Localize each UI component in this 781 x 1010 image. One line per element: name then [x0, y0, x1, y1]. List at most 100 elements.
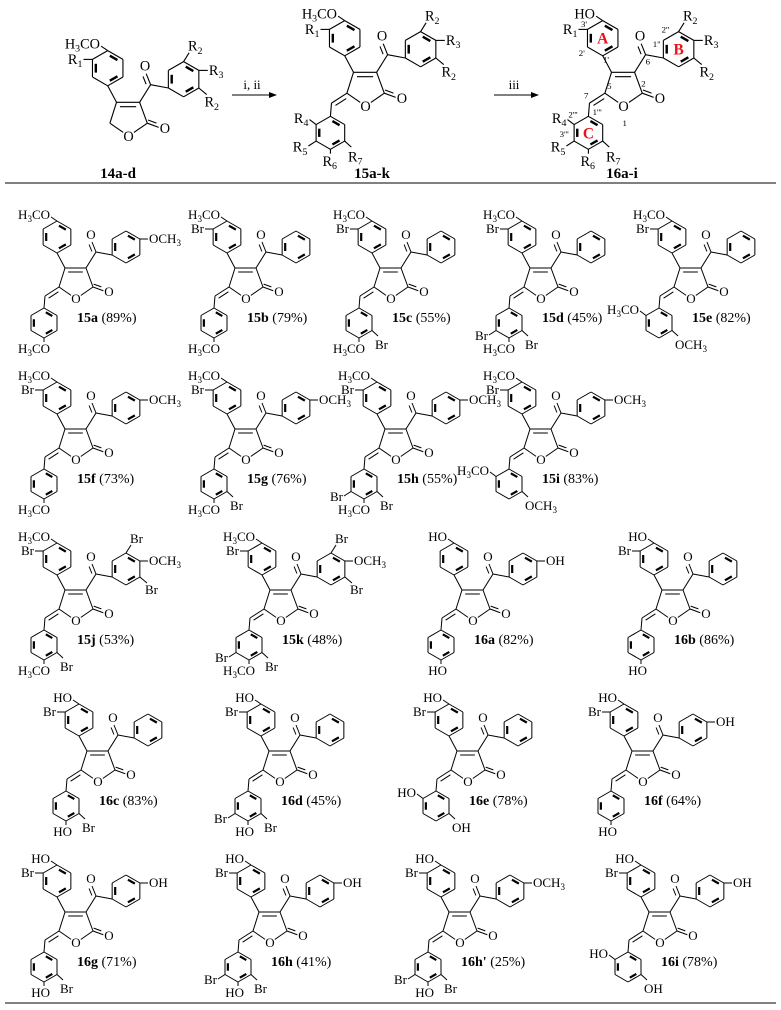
aromatic-double-bond [331, 139, 341, 146]
compound-label: 15j (53%) [77, 633, 134, 648]
ring-bond [237, 951, 252, 960]
exocyclic-double-bond [331, 92, 348, 104]
ring-a [64, 703, 94, 737]
furanone-bond [107, 750, 116, 771]
bond [56, 652, 64, 659]
ring-bond [30, 491, 45, 500]
lactone-carbonyl-bond-second-line [263, 444, 272, 449]
bond [440, 974, 448, 981]
ring-bond [200, 491, 215, 500]
bond [85, 895, 97, 913]
ring-bond [56, 405, 72, 415]
aromatic-double-bond [297, 234, 306, 241]
aromatic-double-bond [642, 887, 651, 894]
ring-a [328, 20, 361, 57]
bond [365, 216, 373, 222]
ring-bond [213, 330, 228, 339]
lactone-carbonyl-bond [707, 286, 720, 292]
ring-bond [358, 307, 373, 316]
ring-bond [610, 790, 625, 799]
bond [100, 45, 109, 52]
ring-a-meta-substituent: Br [486, 221, 500, 236]
exocyclic-double-bond-second-line [513, 291, 524, 299]
aromatic-double-bond [429, 972, 437, 979]
ring-c-meta-substituent: Br [380, 498, 394, 513]
aromatic-double-bond [589, 120, 599, 127]
ring-b [404, 31, 437, 68]
ring-bond [508, 552, 524, 562]
compound-yield: (82%) [495, 633, 534, 648]
ring-bond [692, 713, 708, 723]
lactone-carbonyl-oxygen: O [671, 767, 680, 782]
bond [678, 22, 685, 32]
aromatic-double-bond [365, 472, 373, 479]
ring-bond [260, 727, 276, 737]
lactone-carbonyl-bond-second-line [147, 119, 157, 124]
bond [337, 15, 346, 22]
ring-a [507, 220, 537, 254]
bond [376, 413, 386, 430]
bond [50, 538, 58, 544]
ring-bond [315, 115, 331, 126]
ring-bond [363, 468, 378, 477]
ring-bond [657, 244, 673, 254]
ring-bond [43, 629, 58, 638]
ring-c-para-substituent: HO [598, 824, 617, 839]
ring-c [30, 629, 58, 661]
furanone-bond [58, 286, 73, 297]
ring-c-ortho-substituent: H3​CO [457, 463, 489, 480]
ring-bond [168, 61, 184, 71]
scheme-compound-label: 16a-i [606, 166, 638, 182]
furanone-bond [58, 930, 73, 941]
furanone-bond [79, 286, 94, 297]
ring-bond [281, 415, 297, 425]
ring-b [315, 713, 345, 747]
compound-id: 15h [397, 472, 419, 487]
lactone-carbonyl-bond [384, 92, 397, 99]
lactone-carbonyl-bond-second-line [93, 283, 102, 288]
ketone-oxygen: O [86, 227, 95, 242]
bond [244, 860, 252, 866]
ring-c [30, 468, 58, 500]
aromatic-double-bond [592, 414, 601, 421]
lactone-carbonyl-oxygen: O [501, 606, 510, 621]
lactone-carbonyl-oxygen: O [688, 928, 697, 943]
ring-bond [235, 629, 250, 638]
furanone-bond [471, 769, 486, 780]
ring-bond [614, 951, 629, 960]
bond [508, 295, 511, 309]
ring-b [495, 874, 525, 908]
lactone-carbonyl-bond [92, 930, 105, 936]
lactone-ring-oxygen: O [638, 774, 647, 789]
ring-bond [358, 330, 373, 339]
ketone-oxygen: O [86, 871, 95, 886]
bond [595, 15, 604, 22]
ring-a-para-substituent: H3​CO [483, 207, 515, 224]
ketone-carbonyl-bond-second-line [282, 888, 287, 896]
ring-bond [30, 468, 45, 477]
ketone-carbonyl-bond [483, 724, 489, 736]
aromatic-double-bond [185, 86, 194, 93]
ring-bond [609, 703, 625, 713]
aromatic-double-bond [655, 546, 664, 553]
aromatic-double-bond [45, 633, 53, 640]
ring-label-C: C [583, 125, 594, 142]
compound-id: 16g [77, 955, 98, 970]
ring-b-para-substituent: R3​ [446, 33, 461, 51]
bond [227, 813, 236, 819]
ring-a-meta-substituent: Br [191, 382, 205, 397]
aromatic-double-bond [447, 395, 456, 402]
lactone-carbonyl-oxygen: O [719, 284, 728, 299]
exocyclic-double-bond [249, 608, 265, 619]
ketone-carbonyl-bond-second-line [408, 405, 413, 413]
ring-c [645, 307, 673, 339]
ring-bond [330, 140, 345, 150]
exocyclic-double-bond [659, 286, 675, 297]
ring-bond [315, 140, 331, 150]
bond [85, 573, 97, 591]
ring-bond [427, 652, 442, 661]
ring-bond [247, 813, 262, 822]
ring-a-meta-substituent: Br [336, 221, 350, 236]
ring-a-meta-substituent: R1​ [563, 22, 578, 40]
